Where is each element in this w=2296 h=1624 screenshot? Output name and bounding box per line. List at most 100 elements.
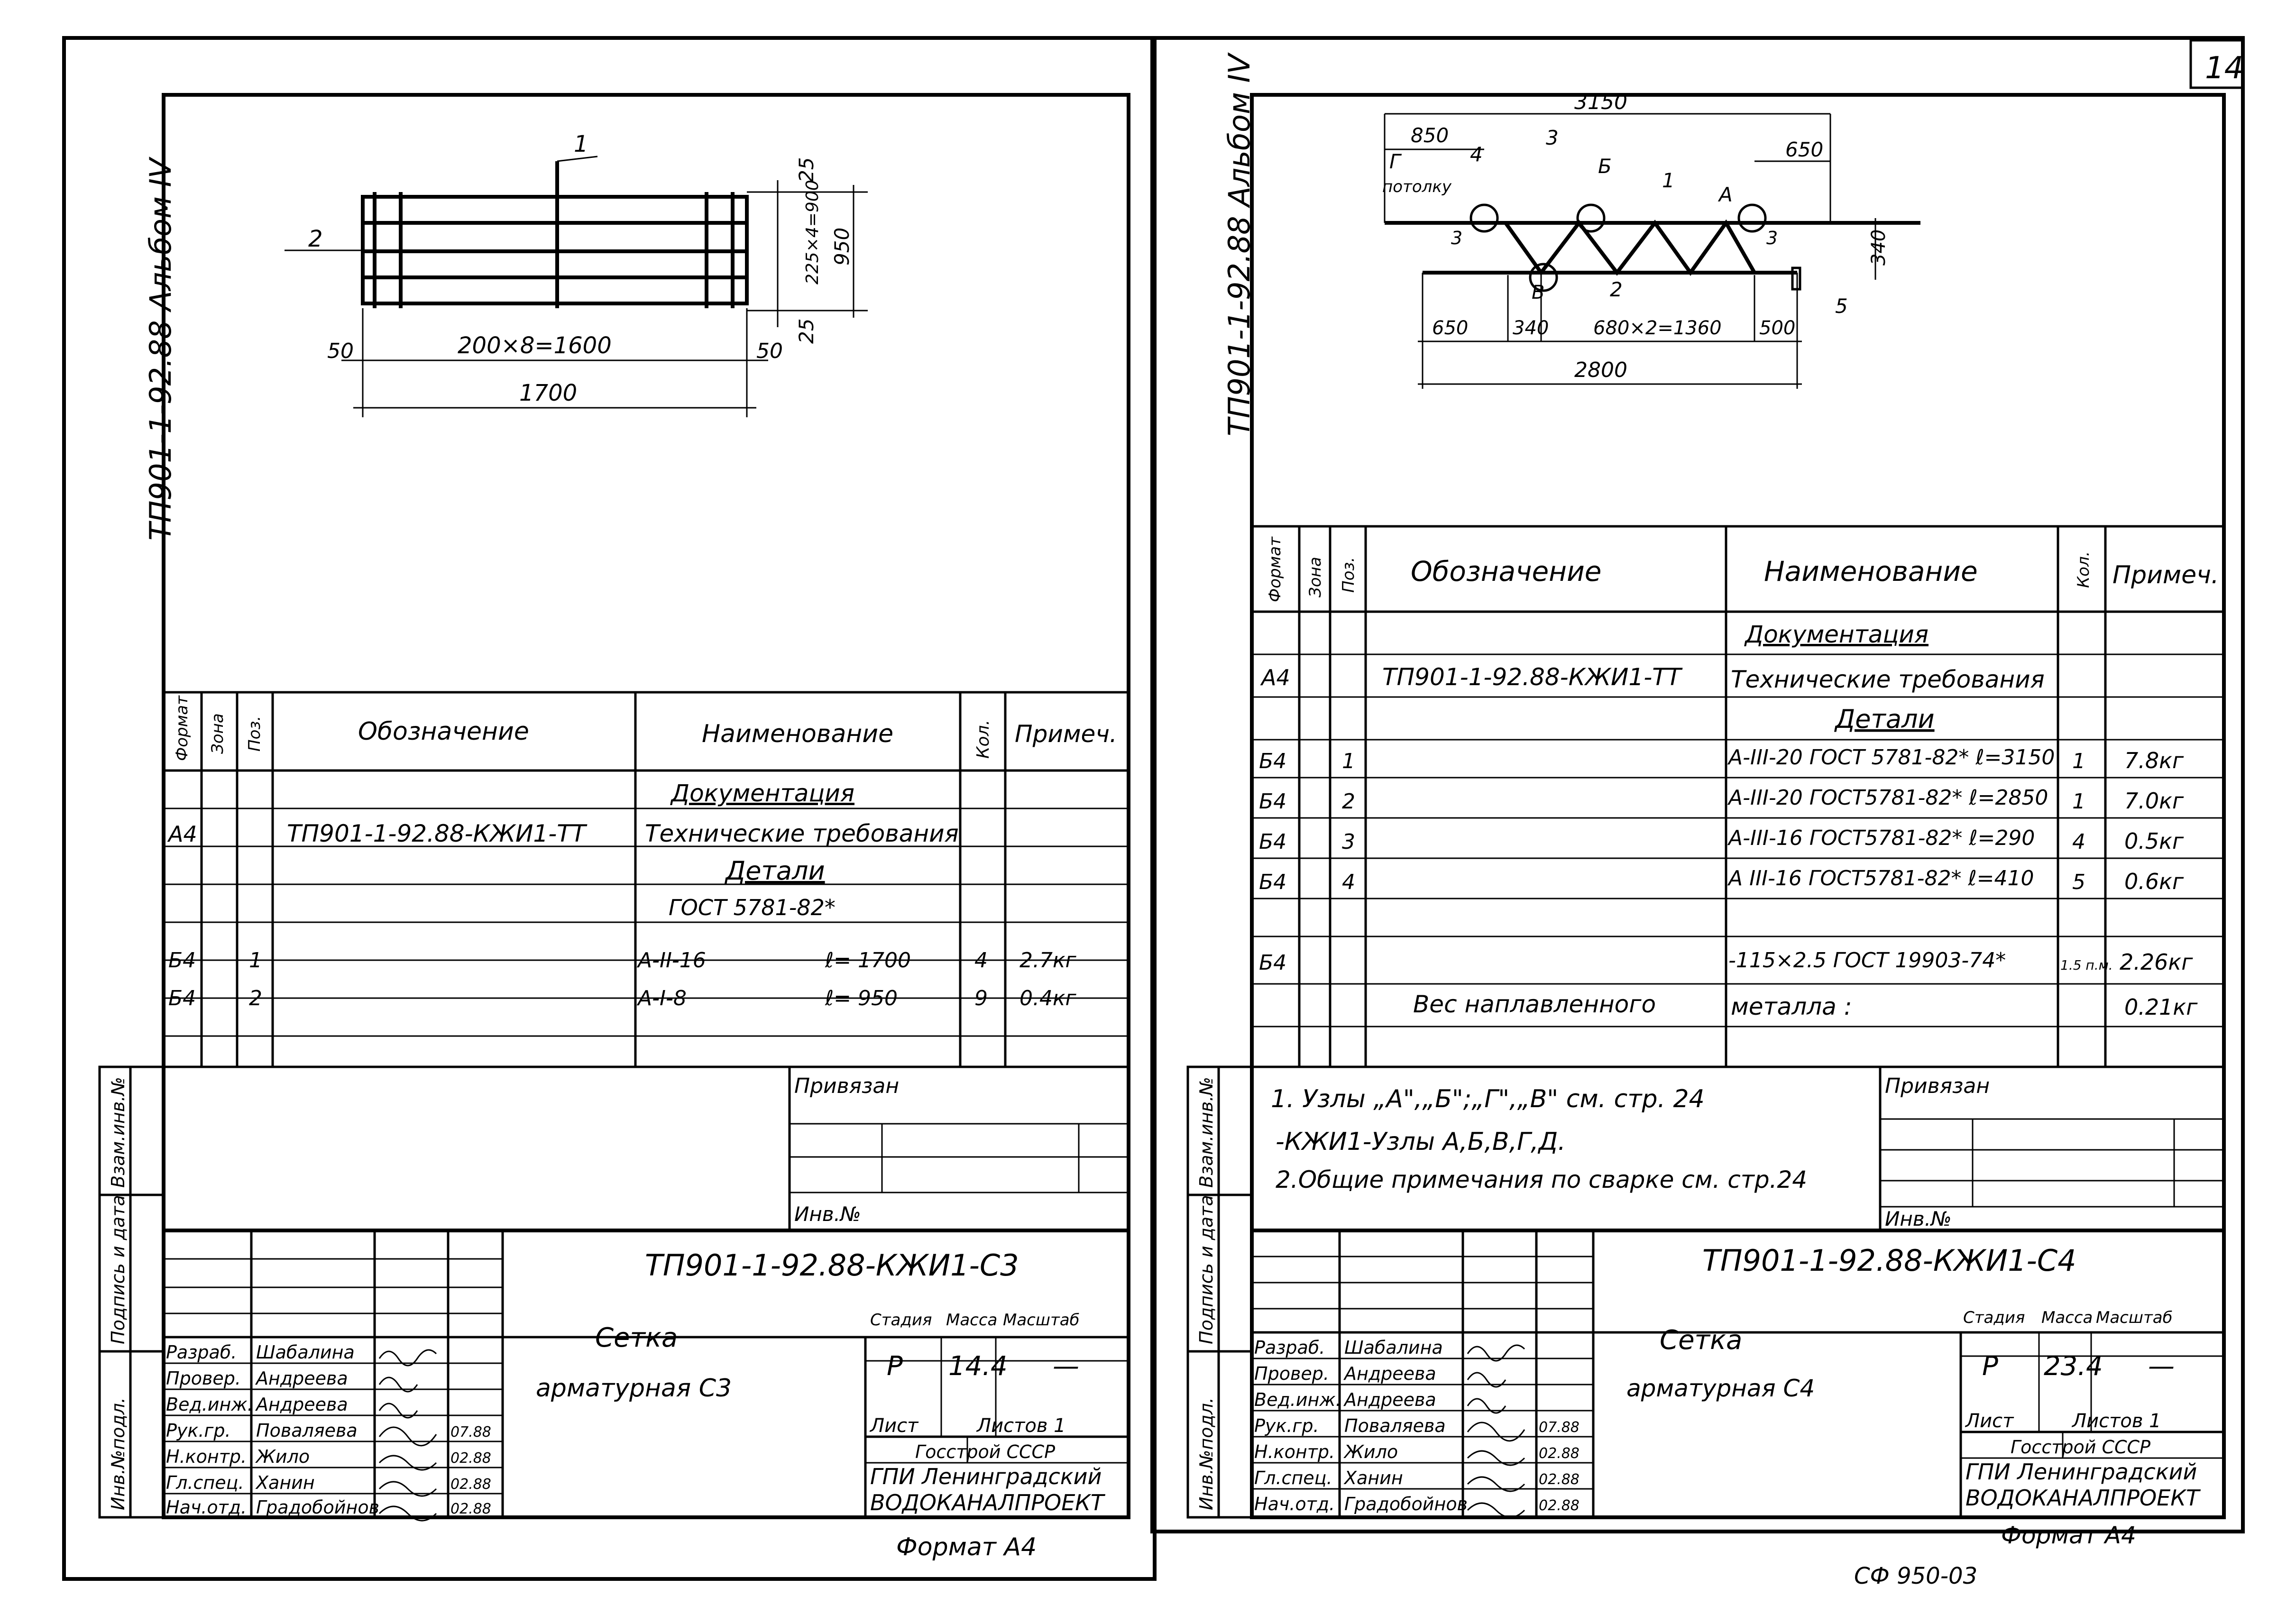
right-title-line1: Сетка (1660, 1325, 1742, 1356)
svg-text:Б4: Б4 (168, 948, 196, 973)
left-spec-table-grid (164, 692, 1129, 1068)
svg-text:Разраб.: Разраб. (1254, 1337, 1325, 1358)
left-spec-row: Б4 1 А-II-16 ℓ= 1700 4 2.7кг (168, 948, 1077, 973)
right-pos-3: 3 (1546, 126, 1559, 149)
page-number: 14 (2205, 51, 2243, 86)
svg-text:А-III-20 ГОСТ5781-82* ℓ=2850: А-III-20 ГОСТ5781-82* ℓ=2850 (1727, 786, 2048, 810)
left-dim-top-25: 25 (795, 157, 818, 183)
svg-text:2.7кг: 2.7кг (1019, 948, 1077, 973)
right-spec-row: Б4 1 А-III-20 ГОСТ 5781-82* ℓ=3150 1 7.8… (1259, 745, 2184, 773)
right-mass-header: Масса (2041, 1308, 2093, 1327)
svg-text:2: 2 (1342, 789, 1355, 814)
left-hdr-designation: Обозначение (358, 717, 529, 746)
svg-text:Нач.отд.: Нач.отд. (1254, 1494, 1335, 1514)
left-side-strip (98, 1065, 165, 1519)
svg-text:-КЖИ1-Узлы А,Б,В,Г,Д.: -КЖИ1-Узлы А,Б,В,Г,Д. (1276, 1128, 1566, 1156)
right-pos-4: 4 (1470, 143, 1483, 166)
right-org-1: Госстрой СССР (2011, 1437, 2150, 1458)
right-scale-header: Масштаб (2096, 1308, 2173, 1327)
page-number-box (2189, 39, 2244, 89)
right-doc-name: Технические требования (1731, 666, 2045, 693)
right-doc-format: А4 (1260, 665, 1290, 690)
svg-text:9: 9 (974, 986, 988, 1010)
right-dim-2800: 2800 (1574, 358, 1627, 382)
left-album-label: ТП901-1-92.88 Альбом IV (143, 156, 178, 541)
svg-text:ℓ= 1700: ℓ= 1700 (825, 948, 911, 973)
right-pos-V: В (1532, 282, 1544, 303)
right-spec-row: Б4 -115×2.5 ГОСТ 19903-74* 1.5 п.м. 2.26… (1259, 948, 2193, 975)
svg-text:1: 1 (1342, 749, 1355, 773)
svg-text:3: 3 (1342, 830, 1355, 854)
right-weld-label: Вес наплавленного (1413, 991, 1656, 1018)
left-org-2: ГПИ Ленинградский (870, 1464, 1102, 1489)
right-side-strip (1186, 1065, 1253, 1519)
svg-text:7.8кг: 7.8кг (2124, 748, 2184, 773)
right-doc-designation: ТП901-1-92.88-КЖИ1-ТТ (1382, 663, 1683, 691)
left-drawing-code: ТП901-1-92.88-КЖИ1-С3 (645, 1248, 1019, 1283)
right-dim-650: 650 (1432, 317, 1468, 339)
svg-text:Нач.отд.: Нач.отд. (166, 1497, 247, 1518)
left-dim-span: 200×8=1600 (458, 332, 612, 359)
svg-text:4: 4 (974, 948, 988, 973)
right-sheet: Лист (1965, 1410, 2014, 1432)
right-signatures (1467, 1344, 1525, 1518)
left-doc-name: Технические требования (645, 820, 959, 847)
left-hdr-name: Наименование (702, 720, 893, 748)
left-title-line1: Сетка (595, 1322, 678, 1353)
left-privyazan-grid (788, 1067, 1129, 1230)
svg-text:1: 1 (2072, 789, 2085, 814)
svg-text:Провер.: Провер. (166, 1368, 241, 1389)
svg-text:0.5кг: 0.5кг (2124, 828, 2184, 854)
right-drawing-code: ТП901-1-92.88-КЖИ1-С4 (1702, 1243, 2076, 1278)
left-pos-1: 1 (574, 131, 588, 157)
left-hdr-pos: Поз. (245, 716, 264, 752)
right-pos-5: 5 (1835, 294, 1848, 318)
svg-text:Андреева: Андреева (1343, 1389, 1436, 1410)
left-org-3: ВОДОКАНАЛПРОЕКТ (870, 1490, 1106, 1515)
left-scale: — (1053, 1351, 1079, 1382)
right-dim-850: 850 (1411, 124, 1449, 147)
svg-text:Гл.спец.: Гл.спец. (1254, 1468, 1332, 1488)
right-scale: — (2148, 1351, 2175, 1382)
right-stage-header: Стадия (1963, 1308, 2025, 1327)
footer-code: СФ 950-03 (1854, 1563, 1977, 1589)
right-privyazan: Привязан (1885, 1074, 1990, 1098)
svg-text:Ханин: Ханин (255, 1472, 315, 1493)
right-pos-3-right: 3 (1766, 228, 1778, 248)
right-spec-table-grid (1252, 526, 2224, 1068)
right-potolok: потолку (1382, 177, 1452, 196)
right-hdr-format: Формат (1266, 536, 1285, 602)
left-sheet: Лист (869, 1415, 919, 1437)
right-pos-B: Б (1598, 155, 1612, 178)
left-mass: 14.4 (948, 1351, 1008, 1382)
right-pos-A: А (1717, 183, 1733, 206)
svg-text:Б4: Б4 (1259, 749, 1286, 773)
svg-text:1.5 п.м.: 1.5 п.м. (2060, 957, 2113, 973)
left-gost: ГОСТ 5781-82* (669, 895, 836, 920)
svg-text:Разраб.: Разраб. (166, 1342, 237, 1363)
left-stage: Р (887, 1351, 903, 1382)
svg-text:Андреева: Андреева (1343, 1363, 1436, 1384)
svg-text:7.0кг: 7.0кг (2124, 788, 2184, 814)
right-dim-680: 680×2=1360 (1593, 317, 1722, 339)
right-mass: 23.4 (2044, 1351, 2103, 1382)
left-hdr-note: Примеч. (1015, 720, 1117, 748)
svg-text:07.88: 07.88 (450, 1424, 491, 1440)
left-dim-950: 950 (830, 228, 854, 266)
right-weld-name: металла : (1731, 993, 1852, 1020)
left-dim-1700: 1700 (519, 380, 577, 406)
left-side-label-3: Инв.№подл. (108, 1397, 129, 1510)
svg-text:Н.контр.: Н.контр. (1254, 1441, 1335, 1462)
right-spec-row: Б4 4 А III-16 ГОСТ5781-82* ℓ=410 5 0.6кг (1259, 866, 2184, 894)
svg-text:4: 4 (2072, 830, 2085, 854)
svg-text:Н.контр.: Н.контр. (166, 1446, 247, 1467)
svg-text:А III-16 ГОСТ5781-82* ℓ=410: А III-16 ГОСТ5781-82* ℓ=410 (1727, 866, 2034, 890)
svg-text:А-II-16: А-II-16 (636, 948, 706, 973)
left-signatures (378, 1349, 437, 1522)
right-hdr-name: Наименование (1764, 555, 1978, 587)
svg-text:Б4: Б4 (1259, 870, 1286, 894)
right-section-parts: Детали (1834, 704, 1935, 734)
left-format: Формат А4 (896, 1533, 1037, 1561)
svg-text:Андреева: Андреева (255, 1368, 348, 1389)
